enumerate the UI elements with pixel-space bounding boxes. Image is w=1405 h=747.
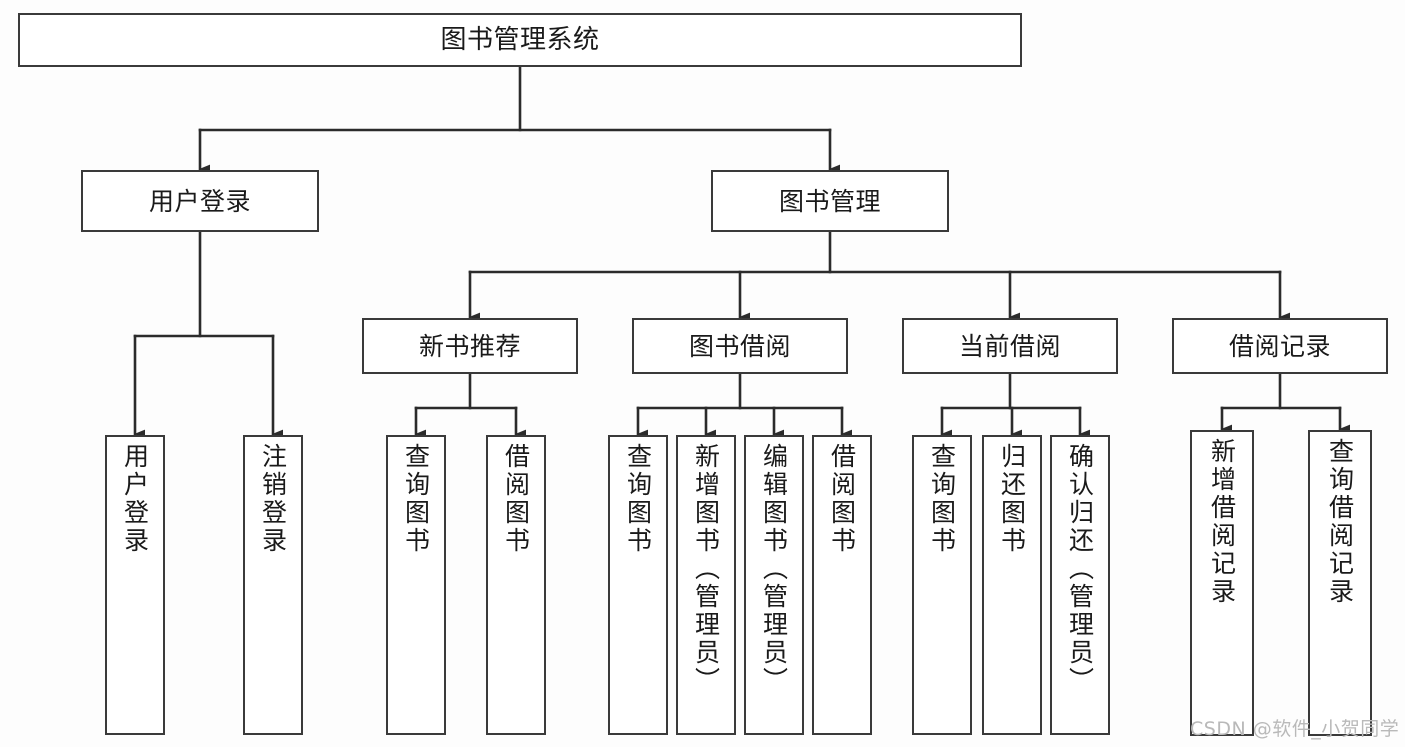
node-leaf-user-logout[interactable]: 注销登录 <box>243 435 303 735</box>
node-leaf-user-login-label: 用户登录 <box>120 443 150 555</box>
node-leaf-user-logout-label: 注销登录 <box>258 443 288 555</box>
node-root-label: 图书管理系统 <box>440 25 600 55</box>
node-leaf-query-book-1[interactable]: 查询图书 <box>386 435 446 735</box>
node-leaf-edit-book-label: 编辑图书（管理员） <box>759 443 789 695</box>
node-leaf-borrow-book-2-label: 借阅图书 <box>827 443 857 555</box>
node-leaf-user-login[interactable]: 用户登录 <box>105 435 165 735</box>
node-leaf-query-book-3[interactable]: 查询图书 <box>912 435 972 735</box>
node-user-login[interactable]: 用户登录 <box>81 170 319 232</box>
node-leaf-return-book[interactable]: 归还图书 <box>982 435 1042 735</box>
node-root[interactable]: 图书管理系统 <box>18 13 1022 67</box>
node-leaf-query-book-2[interactable]: 查询图书 <box>608 435 668 735</box>
node-leaf-return-book-label: 归还图书 <box>997 443 1027 555</box>
node-leaf-add-record-label: 新增借阅记录 <box>1207 438 1237 606</box>
connector-lines <box>133 65 1351 439</box>
node-current-borrow[interactable]: 当前借阅 <box>902 318 1118 374</box>
node-book-borrow-label: 图书借阅 <box>688 331 791 361</box>
node-leaf-borrow-book-2[interactable]: 借阅图书 <box>812 435 872 735</box>
node-new-book-recommend[interactable]: 新书推荐 <box>362 318 578 374</box>
node-current-borrow-label: 当前借阅 <box>958 331 1061 361</box>
node-leaf-add-book[interactable]: 新增图书（管理员） <box>676 435 736 735</box>
csdn-watermark: CSDN @软件_小贺同学 <box>1190 718 1400 740</box>
node-new-book-recommend-label: 新书推荐 <box>418 331 521 361</box>
node-book-manage[interactable]: 图书管理 <box>711 170 949 232</box>
node-leaf-query-book-2-label: 查询图书 <box>623 443 653 555</box>
node-leaf-query-record-label: 查询借阅记录 <box>1325 438 1355 606</box>
node-leaf-add-book-label: 新增图书（管理员） <box>691 443 721 695</box>
node-user-login-label: 用户登录 <box>148 186 251 216</box>
node-leaf-query-record[interactable]: 查询借阅记录 <box>1308 430 1372 736</box>
node-leaf-add-record[interactable]: 新增借阅记录 <box>1190 430 1254 736</box>
node-leaf-query-book-3-label: 查询图书 <box>927 443 957 555</box>
node-leaf-borrow-book-1-label: 借阅图书 <box>501 443 531 555</box>
node-book-borrow[interactable]: 图书借阅 <box>632 318 848 374</box>
node-leaf-confirm-return-label: 确认归还（管理员） <box>1065 443 1095 695</box>
node-book-manage-label: 图书管理 <box>778 186 881 216</box>
node-leaf-query-book-1-label: 查询图书 <box>401 443 431 555</box>
node-borrow-record[interactable]: 借阅记录 <box>1172 318 1388 374</box>
node-leaf-confirm-return[interactable]: 确认归还（管理员） <box>1050 435 1110 735</box>
node-leaf-borrow-book-1[interactable]: 借阅图书 <box>486 435 546 735</box>
node-borrow-record-label: 借阅记录 <box>1228 331 1331 361</box>
node-leaf-edit-book[interactable]: 编辑图书（管理员） <box>744 435 804 735</box>
